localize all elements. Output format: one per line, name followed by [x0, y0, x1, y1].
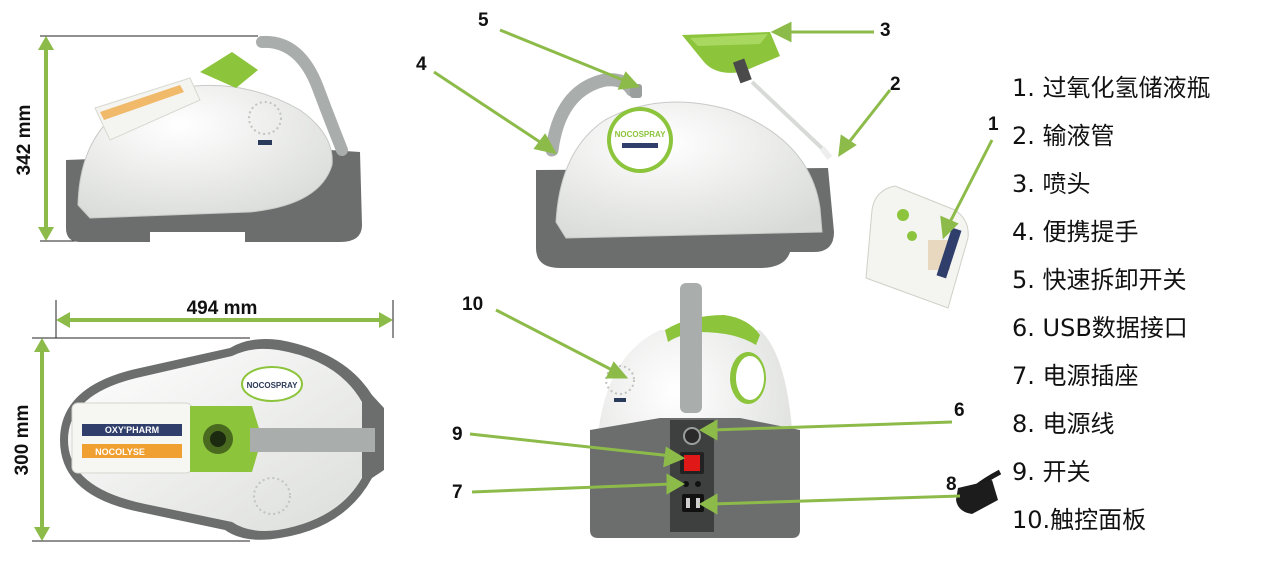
callout-10: 10 [462, 294, 483, 315]
callout-1: 1 [988, 114, 999, 135]
callout-7: 7 [452, 482, 463, 503]
legend-item-quick-release: 5. 快速拆卸开关 [1012, 266, 1187, 294]
legend-item-handle: 4. 便携提手 [1012, 218, 1139, 246]
exploded-view: NOCOSPRAY [536, 32, 969, 309]
side-bottle [94, 77, 201, 141]
top-bottle: OXY'PHARM NOCOLYSE [71, 402, 193, 474]
legend-item-socket: 7. 电源插座 [1012, 362, 1139, 390]
callout-4: 4 [416, 54, 427, 75]
legend-item-tube: 2. 输液管 [1012, 122, 1115, 150]
power-switch [680, 452, 704, 474]
front-logo: NOCOSPRAY [615, 130, 666, 139]
legend-item-switch: 9. 开关 [1012, 458, 1091, 486]
height-label: 342 mm [14, 105, 35, 176]
power-socket [682, 481, 704, 512]
usb-port [683, 427, 701, 445]
power-cord [956, 469, 1002, 514]
side-view: 342 mm [14, 35, 362, 242]
top-view: 494 mm 300 mm OXY'PHARM NOCOLYSE [12, 298, 394, 542]
callout-8: 8 [946, 474, 957, 495]
legend-item-nozzle: 3. 喷头 [1012, 170, 1091, 198]
component-legend: 1. 过氧化氢储液瓶 2. 输液管 3. 喷头 4. 便携提手 5. 快速拆卸开… [1012, 64, 1262, 544]
rear-view [590, 283, 1002, 538]
callout-9: 9 [452, 424, 463, 445]
callout-6: 6 [954, 400, 965, 421]
bottle-brand-nocolyse: NOCOLYSE [95, 447, 145, 457]
callout-5: 5 [478, 10, 489, 31]
callout-2: 2 [890, 74, 901, 95]
top-logo: NOCOSPRAY [247, 381, 298, 390]
front-logo-badge: NOCOSPRAY [607, 107, 673, 173]
callout-3: 3 [880, 20, 891, 41]
length-label: 494 mm [187, 298, 258, 319]
width-label: 300 mm [12, 405, 33, 476]
legend-item-usb: 6. USB数据接口 [1012, 314, 1188, 342]
length-dimension: 494 mm [55, 298, 394, 338]
bottle-brand-oxypharm: OXY'PHARM [105, 425, 159, 435]
spray-head [682, 32, 780, 84]
callout-arrows [433, 21, 994, 515]
callout-numbers: 1 2 3 4 5 6 7 8 9 10 [416, 10, 999, 503]
legend-item-bottle: 1. 过氧化氢储液瓶 [1012, 74, 1211, 102]
legend-item-cord: 8. 电源线 [1012, 410, 1115, 438]
refill-bottle [865, 185, 969, 309]
legend-item-touch-panel: 10.触控面板 [1012, 506, 1147, 534]
width-dimension: 300 mm [12, 337, 250, 542]
